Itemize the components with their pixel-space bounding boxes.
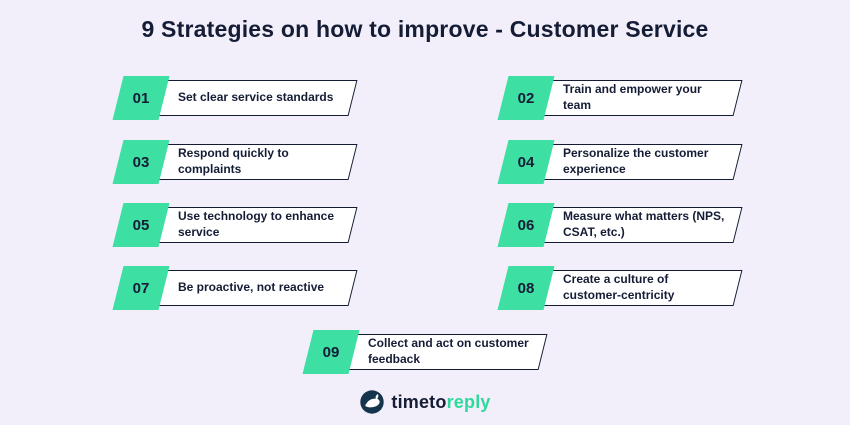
strategy-item-1: 01 Set clear service standards <box>112 76 366 120</box>
strategy-number: 04 <box>517 153 535 171</box>
strategy-item-7: 07 Be proactive, not reactive <box>112 266 366 310</box>
strategy-text: Use technology to enhance service <box>178 209 335 239</box>
strategy-text: Respond quickly to complaints <box>178 146 289 176</box>
strategy-number: 05 <box>132 216 150 234</box>
strategy-number: 08 <box>517 279 535 297</box>
strategy-item-4: 04 Personalize the customer experience <box>497 140 751 184</box>
page-title: 9 Strategies on how to improve - Custome… <box>141 16 709 42</box>
strategy-number: 07 <box>132 279 150 297</box>
strategy-number: 09 <box>322 343 340 361</box>
strategy-text: Be proactive, not reactive <box>178 280 325 295</box>
logo-text-accent: reply <box>446 391 491 412</box>
strategy-item-5: 05 Use technology to enhance service <box>112 203 366 247</box>
strategy-item-9: 09 Collect and act on customer feedback <box>302 330 556 374</box>
strategy-text: Collect and act on customer feedback <box>368 336 529 366</box>
strategy-number: 02 <box>517 89 535 107</box>
rabbit-icon <box>359 389 385 415</box>
timetoreply-logo: timetoreply <box>0 389 850 415</box>
strategy-text: Set clear service standards <box>178 90 334 105</box>
strategy-number: 01 <box>132 89 150 107</box>
strategy-text: Personalize the customer experience <box>563 146 709 176</box>
logo-text-dark: timeto <box>391 391 447 412</box>
strategy-item-6: 06 Measure what matters (NPS, CSAT, etc.… <box>497 203 751 247</box>
strategy-text: Create a culture of customer-centricity <box>563 272 675 302</box>
strategy-item-2: 02 Train and empower your team <box>497 76 751 120</box>
strategy-item-3: 03 Respond quickly to complaints <box>112 140 366 184</box>
strategy-number: 06 <box>517 216 535 234</box>
strategy-number: 03 <box>132 153 150 171</box>
strategy-item-8: 08 Create a culture of customer-centrici… <box>497 266 751 310</box>
logo-text: timetoreply <box>391 392 490 413</box>
strategy-text: Measure what matters (NPS, CSAT, etc.) <box>563 209 725 239</box>
strategy-text: Train and empower your team <box>563 82 702 112</box>
